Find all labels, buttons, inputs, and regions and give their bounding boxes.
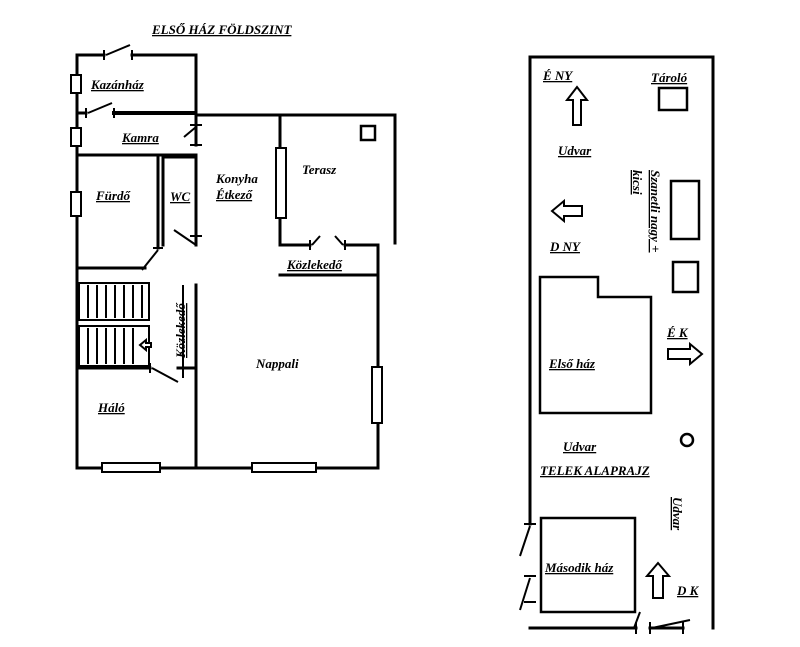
window-nappali-bottom <box>251 462 317 473</box>
arrow-left-icon <box>550 198 583 224</box>
stair-direction-arrow-icon <box>138 337 152 353</box>
label-udvar-vertical: Udvar <box>670 497 685 531</box>
door-halo <box>149 363 179 383</box>
arrow-up-icon <box>564 85 590 126</box>
site-plan-title: TELEK ALAPRAJZ <box>540 463 650 478</box>
window-kamra <box>70 127 82 147</box>
window-nappali-right <box>371 366 383 424</box>
door-kamra <box>183 124 202 146</box>
label-e-k: É K <box>666 325 689 340</box>
door-top <box>103 44 133 60</box>
gate-bottom <box>633 611 691 634</box>
window-kazanhaz <box>70 74 82 94</box>
storage-box <box>657 86 689 112</box>
room-label-furdo: Fürdő <box>95 188 131 203</box>
second-house-outline <box>539 516 637 614</box>
arrow-up-bottom-icon <box>644 561 672 599</box>
label-udvar-middle: Udvar <box>563 439 597 454</box>
room-label-kazanhaz: Kazánház <box>90 77 145 92</box>
sanitary-small-box <box>671 260 700 294</box>
label-taro: Tároló <box>651 70 688 85</box>
room-label-wc: WC <box>170 189 191 204</box>
well-circle <box>679 432 695 448</box>
room-label-nappali: Nappali <box>255 356 299 371</box>
sanitary-large-box <box>669 179 701 241</box>
floor-plan-title: ELSŐ HÁZ FÖLDSZINT <box>151 22 292 37</box>
label-udvar-top: Udvar <box>558 143 592 158</box>
kazanhaz-kamra-thick-wall <box>112 111 196 115</box>
room-label-etkezo: Étkező <box>215 187 254 202</box>
room-label-kamra: Kamra <box>121 130 159 145</box>
staircase <box>78 282 152 367</box>
label-szanetli-1: Szanetli nagy + <box>648 170 663 253</box>
label-masodik-haz: Második ház <box>544 560 614 575</box>
arrow-right-icon <box>667 341 704 367</box>
room-label-halo: Háló <box>97 400 125 415</box>
door-kazanhaz <box>85 102 115 118</box>
room-label-kozlekedo-vertical: Közlekedő <box>173 302 188 359</box>
door-terasz <box>309 235 346 250</box>
room-label-konyha: Konyha <box>215 171 258 186</box>
label-d-k: D K <box>676 583 700 598</box>
window-furdo <box>70 191 82 217</box>
room-label-terasz: Terasz <box>302 162 337 177</box>
label-d-ny: D NY <box>549 239 581 254</box>
door-furdo <box>141 247 163 271</box>
first-house-floor-plan: ELSŐ HÁZ FÖLDSZINT Kazánház Kamra Fürdő … <box>70 22 397 473</box>
window-konyha <box>275 147 287 219</box>
gate-left <box>519 523 536 611</box>
first-house-outline <box>538 275 653 415</box>
room-label-kozlekedo-upper: Közlekedő <box>286 257 343 272</box>
door-wc <box>173 229 202 246</box>
label-szanetli-2: kicsi <box>630 170 645 195</box>
label-e-ny: É NY <box>542 68 573 83</box>
window-halo <box>101 462 161 473</box>
site-plan: É NY Tároló Udvar Szanetli nagy + kicsi … <box>519 55 715 634</box>
chimney <box>359 124 377 142</box>
label-elso-haz: Első ház <box>548 356 596 371</box>
